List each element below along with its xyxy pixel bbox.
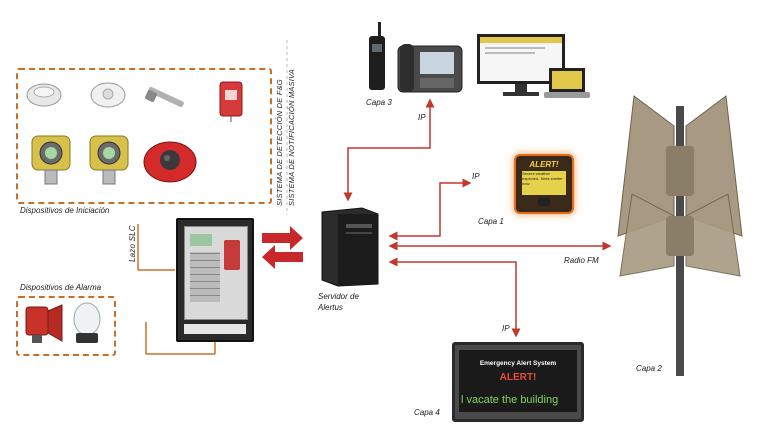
line-to-capa1 [388, 178, 472, 241]
fg-system-label: SISTEMA DE DETECCIÓN DE F&G [275, 79, 284, 206]
line-to-capa3 [343, 98, 435, 202]
gas-detector-icon [31, 135, 71, 185]
desk-phone-icon [397, 44, 463, 93]
beacon-title: ALERT! [529, 160, 559, 169]
panel-display [190, 234, 212, 246]
led-message-sign: Emergency Alert System ALERT! l vacate t… [452, 342, 584, 422]
panel-modules [190, 252, 220, 302]
heat-detector-icon [90, 82, 126, 108]
line-to-capa4 [388, 257, 521, 338]
probe-sensor-icon [145, 86, 184, 108]
pull-station-icon [219, 81, 243, 122]
server-tower-icon [321, 207, 379, 287]
sign-alert: ALERT! [499, 372, 537, 383]
capa1-label: Capa 1 [478, 217, 504, 226]
sign-screen: Emergency Alert System ALERT! l vacate t… [459, 350, 577, 412]
panel-red-module [224, 240, 240, 270]
sign-message: l vacate the building [461, 394, 559, 406]
capa4-label: Capa 4 [414, 408, 440, 417]
ip-label-bottom: IP [502, 324, 510, 333]
radio-fm-label: Radio FM [564, 256, 599, 265]
alert-beacon: ALERT! Severe weather expected. Seek she… [514, 154, 574, 214]
alarm-devices-box [16, 296, 116, 356]
capa3-label: Capa 3 [366, 98, 392, 107]
capa2-label: Capa 2 [636, 364, 662, 373]
smoke-detector-icon [26, 83, 62, 107]
beacon-button [538, 198, 550, 206]
initiation-devices-box [16, 68, 272, 204]
ip-label-top: IP [418, 113, 426, 122]
initiation-devices-label: Dispositivos de Iniciación [20, 206, 110, 215]
alarm-devices-label: Dispositivos de Alarma [20, 283, 102, 292]
flame-detector-icon [143, 141, 197, 183]
siren-tower-icon [617, 95, 743, 376]
ip-label-mid: IP [472, 172, 480, 181]
panel-base [184, 324, 246, 334]
fire-alarm-panel [176, 218, 254, 342]
strobe-light-icon [73, 302, 101, 343]
radio-handset-icon [369, 22, 385, 90]
mass-notification-label: SISTEMA DE NOTIFICACIÓN MASIVA [287, 69, 296, 206]
arrow-left [262, 245, 303, 269]
horn-siren-icon [25, 304, 63, 343]
server-label-line2: Alertus [318, 303, 343, 312]
slc-label: Lazo SLC [128, 225, 137, 262]
server-label-line1: Servidor de [318, 292, 359, 301]
arrow-right [262, 226, 303, 250]
beacon-body: Severe weather expected. Seek shelter no… [522, 171, 566, 195]
gas-detector-icon [89, 135, 129, 185]
sign-header: Emergency Alert System [479, 360, 557, 367]
laptop-icon [544, 68, 590, 98]
